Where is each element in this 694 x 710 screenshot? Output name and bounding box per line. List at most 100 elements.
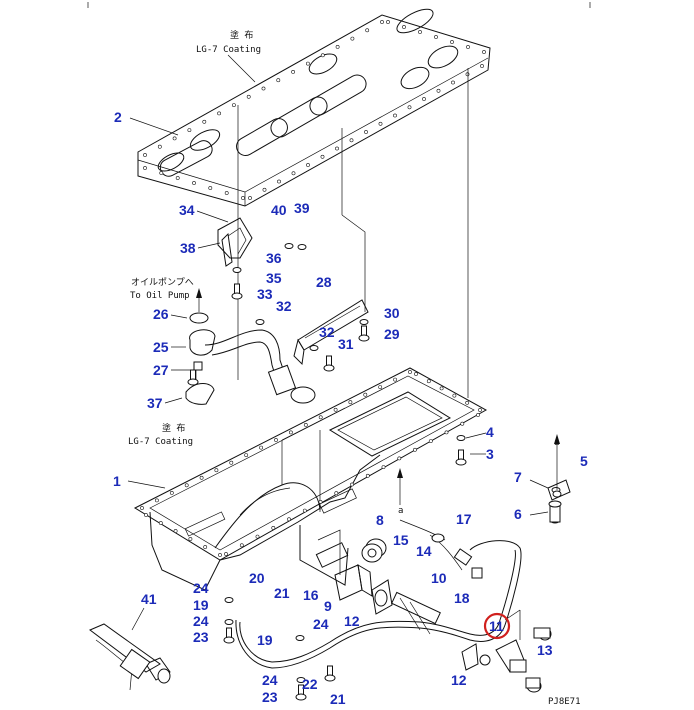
note-top-jp: 塗 布: [230, 29, 253, 41]
bolt-hole: [320, 154, 325, 159]
bolt-hole: [397, 456, 402, 461]
bolt-hole: [277, 179, 281, 184]
bolt-hole: [303, 422, 308, 427]
drain-41: [89, 623, 171, 691]
bolt-hole: [175, 176, 180, 180]
washer: [309, 345, 319, 351]
bolt: [323, 355, 335, 372]
part-label: 26: [153, 306, 169, 322]
part-label: 6: [514, 506, 522, 522]
note-top-en: LG-7 Coating: [196, 45, 261, 55]
bolt-hole: [428, 439, 433, 444]
bolt-hole: [169, 490, 174, 495]
bolt-hole: [140, 506, 144, 510]
part-label: 25: [153, 339, 169, 355]
part-label: 30: [384, 305, 400, 321]
part-label: 13: [537, 642, 553, 658]
bolt-hole: [261, 86, 266, 91]
bolt-hole: [306, 163, 310, 167]
bolt-hole: [465, 72, 470, 77]
bolt-hole: [192, 181, 196, 185]
part-label: 7: [514, 469, 522, 485]
bolt-hole: [287, 517, 291, 522]
washer: [224, 597, 234, 603]
ref-a-label-2: a: [554, 438, 559, 448]
bolt-hole: [318, 499, 323, 504]
bolt-hole: [302, 508, 307, 513]
bolt-hole: [434, 35, 438, 39]
bolt-hole: [350, 36, 355, 41]
bolt-hole: [248, 196, 252, 200]
bolt-hole: [365, 473, 370, 478]
bolt-hole: [224, 552, 228, 556]
bolt-hole: [436, 88, 441, 93]
bolt-hole: [413, 447, 417, 452]
washer: [456, 435, 466, 441]
washer: [359, 319, 369, 325]
part-label: 38: [180, 240, 196, 256]
part-label: 3: [486, 446, 494, 462]
bolt-hole: [291, 171, 296, 176]
bolt-hole: [482, 50, 486, 54]
part-label: 23: [193, 629, 209, 645]
washer: [295, 635, 305, 641]
bolt-hole: [407, 105, 412, 110]
bolt-hole: [393, 377, 398, 382]
part-label: 24: [193, 580, 209, 596]
washer: [224, 619, 234, 625]
bolt-hole: [466, 45, 470, 49]
bolt: [187, 369, 199, 386]
note-pump-en: To Oil Pump: [130, 291, 190, 301]
bolt-hole: [349, 138, 354, 143]
washer: [255, 319, 265, 325]
bolt-hole: [241, 196, 245, 200]
bolt-hole: [244, 453, 249, 458]
bolt-hole: [478, 408, 482, 412]
bolt-hole: [229, 460, 234, 465]
bolt-hole: [480, 64, 484, 68]
bolt-hole: [320, 53, 325, 58]
bolt-hole: [184, 483, 189, 488]
bolt-hole: [476, 413, 480, 417]
part-label: 1: [113, 473, 121, 489]
bolt-hole: [218, 553, 222, 557]
part-labels: 1 2 3 4 5 6 7 8 9 10 11 12 12 13 14 15 1…: [113, 109, 588, 707]
bolt-hole: [143, 166, 147, 170]
bolt-hole: [333, 407, 338, 412]
part-label: 2: [114, 109, 122, 125]
bolt: [231, 283, 243, 300]
bolt-hole: [451, 80, 455, 85]
part-label: 24: [313, 616, 329, 632]
bolt-hole: [144, 513, 148, 517]
highlight-ring: [483, 612, 511, 640]
part-label: 15: [393, 532, 409, 548]
bolt-hole: [426, 379, 431, 384]
bolt: [455, 449, 467, 466]
part-label: 4: [486, 424, 494, 440]
part-label: 8: [376, 512, 384, 528]
bolt-hole: [259, 445, 264, 450]
bolt-hole: [318, 415, 323, 420]
bolt-hole: [255, 534, 260, 539]
bolt-hole: [363, 392, 368, 397]
part-label: 33: [257, 286, 273, 302]
bolt-hole: [231, 103, 236, 108]
bolt-hole: [381, 465, 386, 470]
part-label: 32: [319, 324, 335, 340]
bolt: [295, 684, 307, 701]
part-label: 20: [249, 570, 265, 586]
bolt-hole: [276, 78, 281, 83]
bolt-hole: [386, 20, 390, 24]
oil-pan: [133, 367, 488, 591]
part-label: 31: [338, 336, 354, 352]
leader-lines: [127, 117, 549, 631]
bolt-hole: [393, 113, 397, 118]
connector-11: [461, 609, 552, 693]
bolt-hole: [173, 529, 178, 533]
bracket-34: [217, 217, 253, 267]
bolt-hole: [465, 400, 470, 405]
bolt-hole: [418, 30, 422, 34]
bolt-hole: [452, 393, 457, 398]
bolt-hole: [187, 128, 192, 133]
